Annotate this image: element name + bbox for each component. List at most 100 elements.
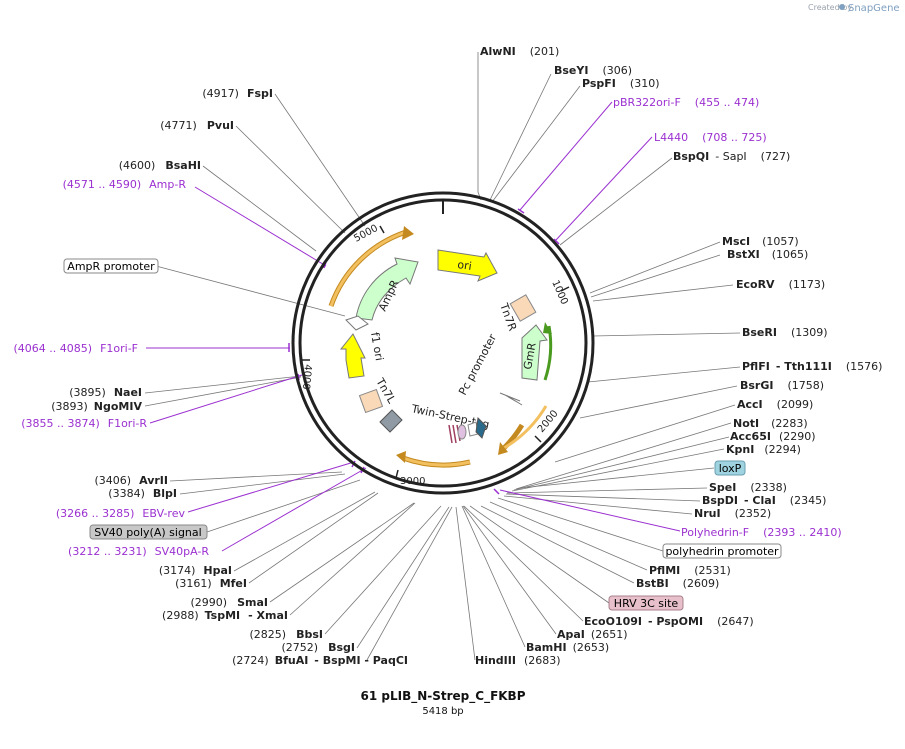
site-eco0109i[interactable]: EcoO109I- PspOMI(2647) [584,615,754,628]
leader-bamhi [461,505,526,648]
leader-hpai [233,491,376,572]
twin-strep-tag-glyph[interactable] [448,416,487,444]
site-pflmi[interactable]: PflMI(2531) [649,564,731,577]
site-pflfi[interactable]: PflFI- Tth111I(1576) [742,360,882,373]
leader-pspfi [491,85,581,203]
site-bseyi[interactable]: BseYI(306) [554,64,632,77]
leader-smai [269,502,415,603]
primer-ticks [288,208,560,495]
feature-ampr[interactable] [355,257,419,321]
primer-ebv-rev[interactable]: (3266 .. 3285)EBV-rev [56,507,186,520]
site-bsahi[interactable]: (4600)BsaHI [119,159,201,172]
snapgene-logo-icon [839,4,845,10]
leader-avrii [169,471,343,482]
site-noti[interactable]: NotI(2283) [733,417,808,430]
site-bstxi[interactable]: BstXI(1065) [727,248,808,261]
feature-f1-ori[interactable] [339,333,366,379]
site-bspdi[interactable]: BspDI- ClaI(2345) [702,494,826,507]
feature-ori[interactable] [437,249,498,282]
arc-green [543,325,553,381]
leader-bsahi [202,165,317,252]
feature-ampr-promoter-glyph[interactable] [345,315,369,331]
feature-gmr[interactable] [521,324,548,381]
site-apai[interactable]: ApaI(2651) [557,628,627,641]
site-bbsi[interactable]: (2825)BbsI [250,628,323,641]
site-alwni[interactable]: AlwNI(201) [480,45,559,58]
site-bamhi[interactable]: BamHI(2653) [526,641,609,654]
leader-noti [515,422,732,490]
site-spei[interactable]: SpeI(2338) [709,481,787,494]
boxed-feature-polyhedrin-promoter[interactable]: polyhedrin promoter [662,543,782,559]
feature-tn7r[interactable] [509,294,537,322]
leader-beri [592,332,741,337]
leader-alwni [477,52,482,201]
boxed-feature-hrv-3c-site[interactable]: HRV 3C site [608,595,684,611]
site-fspi[interactable]: (4917)FspI [202,87,273,100]
snapgene-logo-text: SnapGene [848,3,900,14]
site-blpi[interactable]: (3384)BlpI [108,487,177,500]
leader-acc65i [513,436,730,491]
site-bsrgi[interactable]: BsrGI(1758) [740,379,824,392]
primer-line-l4440 [555,136,653,241]
site-pvui[interactable]: (4771)PvuI [160,119,234,132]
leader-fspi [274,93,366,227]
leader-bsgi [356,506,450,649]
leader-spei [506,487,708,494]
primer-line-f1ori-r [149,374,303,424]
tick-4000: 4000 [300,364,313,390]
leader-bspqi [559,157,673,246]
leader-bspdi [505,493,701,502]
leader-naei [144,375,302,394]
primer-f1ori-r[interactable]: (3855 .. 3874)F1ori-R [21,417,147,430]
boxed-feature-ampr-promoter[interactable]: AmpR promoter [63,258,159,274]
primer-pbr322ori-f[interactable]: pBR322ori-F(455 .. 474) [613,96,759,109]
boxed-feature-sv40-polya-signal[interactable]: SV40 poly(A) signal [89,524,208,540]
arc-arrow-3 [396,451,406,463]
primer-labels-left: (3266 .. 3285)EBV-rev (3212 .. 3231)SV40… [14,178,210,558]
primer-sv40pa-r[interactable]: (3212 .. 3231)SV40pA-R [68,545,209,558]
leader-sv40 [206,479,361,533]
primer-line-sv40pa-r [221,467,367,552]
backbone-inner [298,198,588,488]
leader-bstxi [590,254,721,298]
gmr-label: GmR [521,341,539,370]
leader-tspmi [289,502,416,616]
leader-polyhedrin-promoter [497,497,664,552]
site-tspmi[interactable]: (2988)TspMI- XmaI [162,609,288,622]
site-bsgi[interactable]: (2752)BsgI [282,641,355,654]
feature-tn7l-marker[interactable] [379,409,403,433]
site-bstbi[interactable]: BstBI(2609) [636,577,719,590]
site-naei[interactable]: (3895)NaeI [69,386,142,399]
pc-promoter-glyph[interactable] [499,392,523,406]
ori-label: ori [457,258,473,273]
primer-l4440[interactable]: L4440(708 .. 725) [654,131,767,144]
site-bfuai[interactable]: (2724)BfuAI- BspMI - PaqCI [232,654,408,667]
leader-acci [554,404,736,463]
site-ngomiv[interactable]: (3893)NgoMIV [51,400,142,413]
primer-polyhedrin-f[interactable]: Polyhedrin-F(2393 .. 2410) [681,526,842,539]
primer-labels: pBR322ori-F(455 .. 474) L4440(708 .. 725… [613,96,842,539]
site-pspfi[interactable]: PspFI(310) [582,77,660,90]
site-acci[interactable]: AccI(2099) [737,398,813,411]
leader-ngomiv [144,376,302,407]
primer-amp-r[interactable]: (4571 .. 4590)Amp-R [63,178,187,191]
site-bseri[interactable]: BseRI(1309) [742,326,828,339]
ampr-promoter-label: AmpR promoter [67,260,155,273]
site-ecorv[interactable]: EcoRV(1173) [736,278,825,291]
site-mfei[interactable]: (3161)MfeI [175,577,247,590]
primer-f1ori-f[interactable]: (4064 .. 4085)F1ori-F [14,342,139,355]
plasmid-title: 61 pLIB_N-Strep_C_FKBP [360,689,525,704]
site-msci[interactable]: MscI(1057) [722,235,799,248]
site-acc65i[interactable]: Acc65I(2290) [730,430,816,443]
backbone-outer [291,191,595,495]
site-kpni[interactable]: KpnI(2294) [726,443,801,456]
leader-loxp [519,467,715,489]
site-nrui[interactable]: NruI(2352) [694,507,771,520]
boxed-feature-loxp[interactable]: loxP [714,460,746,476]
site-bspqi[interactable]: BspQI- SapI(727) [673,150,790,163]
site-hpai[interactable]: (3174)HpaI [159,564,232,577]
site-avrii[interactable]: (3406)AvrII [95,474,168,487]
feature-tn7l[interactable] [358,388,384,414]
site-hindiii[interactable]: HindIII(2683) [475,654,561,667]
site-smai[interactable]: (2990)SmaI [191,596,268,609]
